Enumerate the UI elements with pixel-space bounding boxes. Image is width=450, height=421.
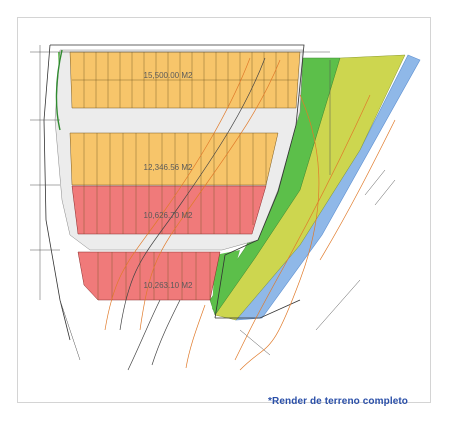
zone-bottom-area: 10,263.10 M2	[144, 281, 193, 290]
access-road	[55, 49, 63, 131]
caption: *Render de terreno completo	[268, 396, 408, 407]
zone-middle-area: 12,346.56 M2	[144, 163, 193, 172]
zone-middle	[69, 132, 279, 186]
contour-lines	[104, 57, 396, 371]
survey-lines	[30, 45, 396, 361]
lot-dividers	[72, 52, 298, 300]
zone-bottom	[77, 251, 221, 301]
zone-lower	[71, 185, 267, 235]
site-boundary	[43, 44, 305, 341]
zone-lower-area: 10,626.70 M2	[144, 211, 193, 220]
zone-top-area: 15,500.00 M2	[144, 71, 193, 80]
